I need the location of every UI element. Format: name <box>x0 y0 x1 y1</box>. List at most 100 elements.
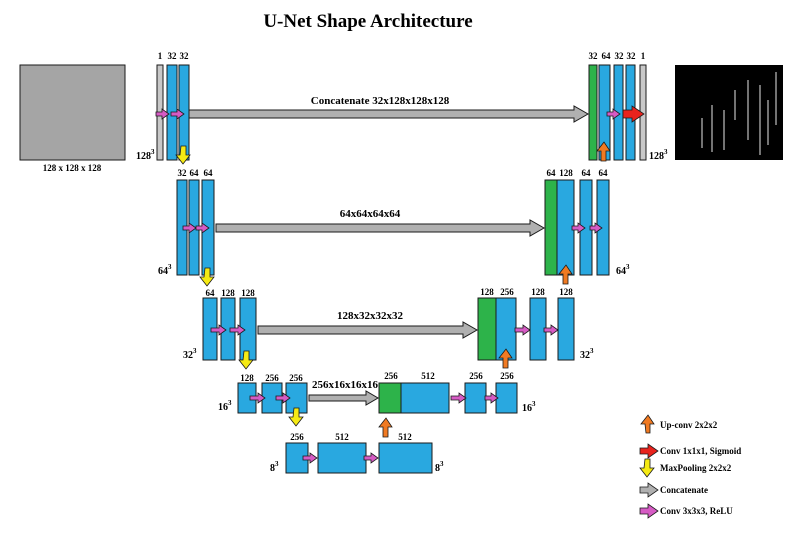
upconv-arrow-icon <box>558 264 573 285</box>
upconv-arrow-icon <box>596 141 611 162</box>
dec1-channel-label: 32 <box>589 51 599 61</box>
legend: Up-conv 2x2x2 Conv 1x1x1, Sigmoid MaxPoo… <box>639 414 741 519</box>
level3-size-label: 323 <box>183 347 197 361</box>
conv-relu-arrow-icon <box>606 108 621 120</box>
level1-size-label: 1283 <box>649 148 668 162</box>
dec3-channel-label: 128 <box>559 287 573 297</box>
dec4-channel-label: 256 <box>469 371 483 381</box>
dec4-channel-label: 256 <box>500 371 514 381</box>
diagram-title: U-Net Shape Architecture <box>263 11 472 32</box>
conv-relu-arrow-icon <box>514 324 531 336</box>
maxpool-arrow-icon <box>175 145 191 165</box>
concatenate-legend-icon <box>639 482 659 498</box>
dec2-channel-label: 64 <box>582 168 592 178</box>
conv-relu-arrow-icon <box>249 392 266 404</box>
conv-relu-arrow-icon <box>363 452 379 464</box>
conv-relu-arrow-icon <box>195 222 210 234</box>
bottleneck-feature-map-2 <box>317 442 367 474</box>
dec4-feature-map-3 <box>495 382 518 414</box>
dec3-channel-label: 256 <box>500 287 514 297</box>
sigmoid-legend-icon <box>639 443 659 459</box>
enc2-channel-label: 64 <box>204 168 214 178</box>
dec2-concat-block <box>544 179 558 276</box>
level3-size-label: 323 <box>580 347 594 361</box>
concatenate-arrow-icon <box>257 321 479 339</box>
legend-label-maxpool: MaxPooling 2x2x2 <box>660 463 732 473</box>
concatenate-arrow-icon <box>308 390 379 406</box>
conv-relu-arrow-icon <box>302 452 318 464</box>
dec4-concat-block <box>378 382 402 414</box>
dec1-concat-block <box>588 64 598 161</box>
dec2-channel-label: 64 <box>547 168 557 178</box>
enc2-channel-label: 64 <box>190 168 200 178</box>
maxpool-arrow-icon <box>238 350 254 370</box>
enc4-channel-label: 256 <box>289 373 303 383</box>
maxpool-legend-icon <box>639 458 655 478</box>
bottleneck-channel-label: 512 <box>335 432 349 442</box>
dec2-feature-map-1 <box>556 179 575 276</box>
dec3-channel-label: 128 <box>531 287 545 297</box>
dec3-channel-label: 128 <box>480 287 494 297</box>
level5-size-label: 83 <box>435 460 444 474</box>
input-size-label: 128 x 128 x 128 <box>43 163 102 173</box>
enc1-channel-label: 32 <box>168 51 178 61</box>
conv-relu-arrow-icon <box>210 324 227 336</box>
concatenate-arrow-icon <box>215 219 546 237</box>
concatenate-arrow-icon <box>188 105 590 123</box>
enc1-channel-label: 32 <box>180 51 190 61</box>
dec2-channel-label: 128 <box>559 168 573 178</box>
level4-size-label: 163 <box>218 399 232 413</box>
conv-relu-arrow-icon <box>571 222 586 234</box>
upconv-legend-icon <box>640 414 655 434</box>
maxpool-arrow-icon <box>199 267 215 287</box>
upconv-arrow-icon <box>378 417 393 438</box>
dec2-channel-label: 64 <box>599 168 609 178</box>
level4-size-label: 163 <box>522 400 536 414</box>
conv-relu-arrow-icon <box>229 324 246 336</box>
bottleneck-channel-label: 256 <box>290 432 304 442</box>
enc2-channel-label: 32 <box>178 168 188 178</box>
enc3-channel-label: 64 <box>206 288 216 298</box>
segmentation-output-icon <box>675 65 783 160</box>
dec4-channel-label: 512 <box>421 371 435 381</box>
dec4-feature-map-2 <box>464 382 487 414</box>
concat-label: Concatenate 32x128x128x128 <box>311 95 450 107</box>
sigmoid-arrow-icon <box>622 105 645 123</box>
gray-volume-icon <box>19 64 126 161</box>
concat-label: 64x64x64x64 <box>340 208 401 220</box>
enc4-channel-label: 128 <box>240 373 254 383</box>
legend-label-concatenate: Concatenate <box>660 485 708 495</box>
conv-relu-arrow-icon <box>589 222 603 234</box>
conv-relu-arrow-icon <box>275 392 291 404</box>
legend-label-upconv: Up-conv 2x2x2 <box>660 420 718 430</box>
maxpool-arrow-icon <box>288 407 304 427</box>
dec1-channel-label: 32 <box>615 51 625 61</box>
dec3-concat-block <box>477 297 497 361</box>
conv-relu-arrow-icon <box>450 392 467 404</box>
conv-relu-arrow-icon <box>484 392 499 404</box>
dec1-channel-label: 64 <box>602 51 612 61</box>
level5-size-label: 83 <box>270 460 279 474</box>
dec4-channel-label: 256 <box>384 371 398 381</box>
dec1-channel-label: 1 <box>641 51 646 61</box>
enc3-channel-label: 128 <box>221 288 235 298</box>
bottleneck-channel-label: 512 <box>398 432 412 442</box>
conv-relu-arrow-icon <box>182 222 197 234</box>
conv-relu-arrow-icon <box>170 108 185 120</box>
legend-label-sigmoid: Conv 1x1x1, Sigmoid <box>660 446 741 456</box>
level1-size-label: 1283 <box>136 148 155 162</box>
dec3-feature-map-3 <box>557 297 575 361</box>
conv-relu-arrow-icon <box>543 324 559 336</box>
level2-size-label: 643 <box>158 263 172 277</box>
dec4-feature-map-1 <box>400 382 450 414</box>
upconv-arrow-icon <box>498 348 513 369</box>
concat-label: 256x16x16x16 <box>312 379 379 391</box>
enc3-channel-label: 128 <box>241 288 255 298</box>
conv-relu-arrow-icon <box>155 108 170 120</box>
legend-label-conv-relu: Conv 3x3x3, ReLU <box>660 506 733 516</box>
enc1-channel-label: 1 <box>158 51 163 61</box>
level2-size-label: 643 <box>616 263 630 277</box>
conv-relu-legend-icon <box>639 503 659 519</box>
